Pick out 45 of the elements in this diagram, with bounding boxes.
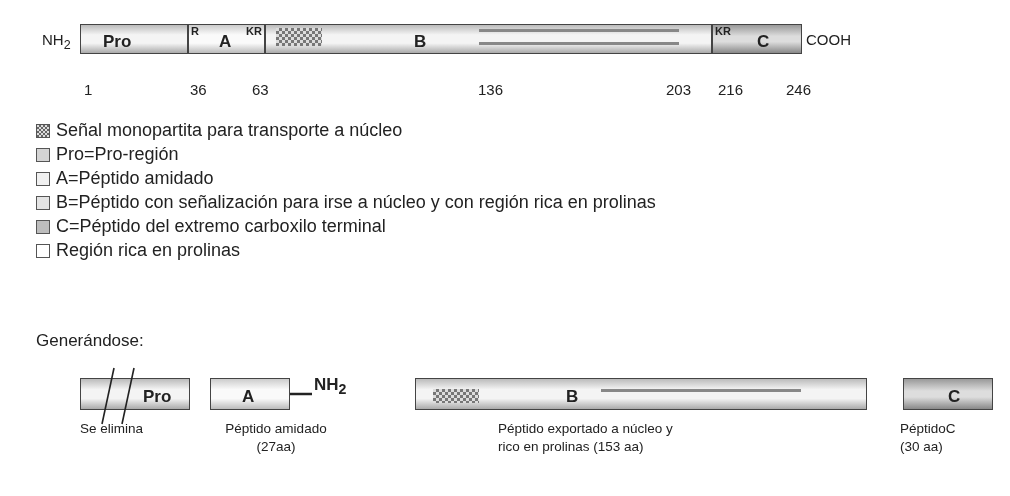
connector-line (290, 392, 312, 396)
protein-segment (80, 24, 188, 54)
legend-text: Pro=Pro-región (56, 144, 179, 165)
legend-text: Señal monopartita para transporte a núcleo (56, 120, 403, 141)
site-label: R (191, 26, 199, 37)
protein-segment (210, 378, 290, 410)
position-number: 246 (786, 82, 812, 97)
segment-label: Pro (103, 33, 132, 50)
signal-pattern (276, 28, 322, 46)
segment-label: C (948, 388, 961, 405)
legend-text: A=Péptido amidado (56, 168, 214, 189)
segment-label: C (757, 33, 770, 50)
protein-segment (712, 24, 802, 54)
protein-segment (903, 378, 993, 410)
protein-segment (80, 378, 190, 410)
segment-label: B (566, 388, 579, 405)
position-number: 136 (478, 82, 504, 97)
protein-segment (188, 24, 265, 54)
segment-label: A (219, 33, 232, 50)
position-number: 36 (190, 82, 207, 97)
segment-label: B (414, 33, 427, 50)
legend-text: Región rica en prolinas (56, 240, 241, 261)
terminal-label: NH$_{2}$ (314, 376, 347, 397)
terminal-label: NH$_{2}$ (42, 32, 71, 52)
site-label: KR (715, 26, 731, 37)
segment-label: Pro (143, 388, 172, 405)
caption-text: PéptidoC (30 aa) (900, 420, 957, 456)
segment-label: A (242, 388, 255, 405)
terminal-label: COOH (806, 32, 851, 47)
section-heading: Generándose: (36, 332, 144, 349)
signal-pattern (433, 389, 479, 403)
protein-segment (415, 378, 867, 410)
position-number: 216 (718, 82, 744, 97)
site-label: KR (246, 26, 262, 37)
legend-text: B=Péptido con señalización para irse a núcleo y con región rica en prolinas (56, 192, 656, 213)
proline-stripe (601, 389, 801, 393)
caption-text: Péptido exportado a núcleo y rico en prolinas (153 aa) (498, 420, 674, 456)
position-number: 203 (666, 82, 692, 97)
position-number: 63 (252, 82, 269, 97)
protein-segment (265, 24, 712, 54)
legend-text: C=Péptido del extremo carboxilo terminal (56, 216, 386, 237)
position-number: 1 (84, 82, 93, 97)
proline-stripe (479, 29, 679, 45)
caption-text: Se elimina (80, 420, 145, 438)
caption-text: Péptido amidado (27aa) (224, 420, 328, 456)
